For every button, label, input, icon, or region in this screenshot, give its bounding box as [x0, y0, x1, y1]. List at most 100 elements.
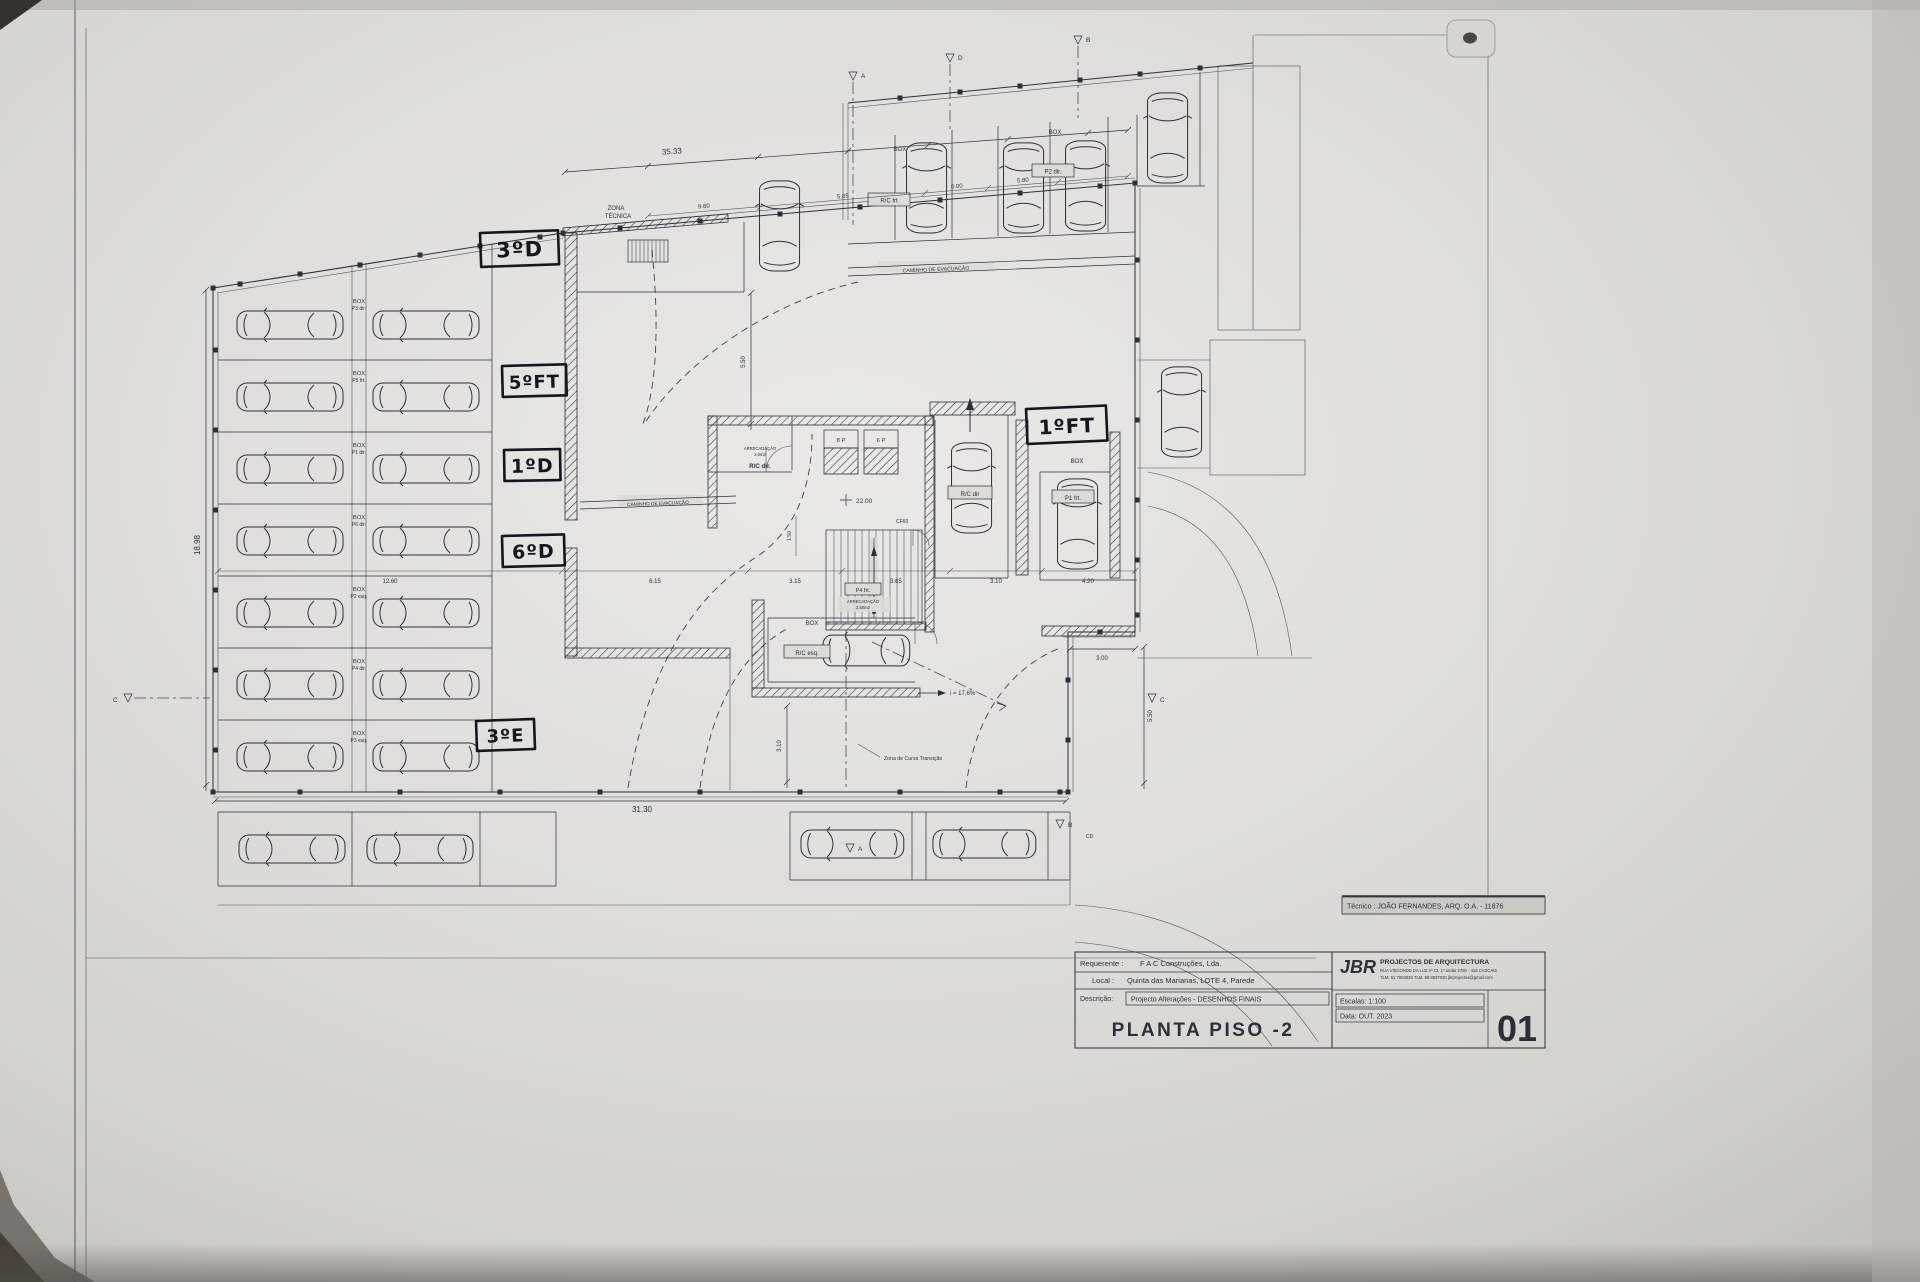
box-label: BOX [1071, 459, 1084, 465]
dim-1-50: 1.50 [787, 531, 793, 541]
right-surroundings [1137, 35, 1312, 659]
marker-c-left: C [113, 697, 118, 704]
hand-note-1d: 1ºD [502, 447, 562, 483]
dim-5-50-mid: 5.50 [741, 356, 747, 368]
center-right-stalls: R/C dir BOX P1 frt. [929, 398, 1137, 637]
walls-and-core: ZONA TÉCNICA 8 P 6 P 22.00 CF60 ARRECADA… [562, 206, 935, 790]
arrecadacao-area2: 3,50m2 [856, 605, 871, 610]
marker-d-top: D [958, 55, 963, 62]
tecnico-bar: Técnico : JOÃO FERNANDES, ARQ. O.A. - 11… [1347, 902, 1503, 911]
box-label: BOX [353, 443, 365, 449]
dim-5-80: 5.80 [1017, 178, 1030, 185]
handwritten-annotations: 3ºD 5ºFT 1ºD 6ºD 3ºE 1ºFT [474, 228, 1109, 753]
zona-curva-label: Zona de Curva Transição [884, 756, 942, 762]
caminho-evacuacao-label-mid: CAMINHO DE EVACUAÇÃO [627, 499, 689, 508]
sheet-frame [74, 0, 1489, 1282]
ramp-slope-label: i = 17,6% [950, 691, 976, 697]
hand-note-3d: 3ºD [478, 228, 561, 269]
escala-value: Escalas: 1:100 [1340, 999, 1386, 1006]
p2-dir-label: P2 dir. [1044, 170, 1061, 176]
dim-12-60: 12.60 [382, 579, 398, 585]
hand-note-text: 6ºD [512, 541, 555, 564]
arrecadacao-label: ARRECADAÇÃO [744, 446, 777, 451]
box-label: BOX [353, 371, 365, 377]
title-block: Técnico : JOÃO FERNANDES, ARQ. O.A. - 11… [1074, 895, 1546, 1049]
dim-3-00: 3.00 [1096, 656, 1108, 662]
rc-dir-room-label: R/C dir. [749, 463, 771, 470]
requerente-label: Requerente : [1080, 959, 1123, 968]
dim-31-30: 31.30 [632, 805, 653, 814]
hand-note-text: 3ºD [496, 237, 544, 263]
firm-logo: JBR [1340, 957, 1376, 977]
arrecadacao-area: 2,0m2 [754, 452, 766, 457]
descricao-label: Descrição: [1080, 996, 1113, 1003]
drawing-title: PLANTA PISO -2 [1112, 1020, 1295, 1041]
stall-code: P4 dir. [352, 666, 366, 672]
dim-0-00: 0.00 [951, 184, 964, 191]
plan-drawing: CAMINHO DE EVACUAÇÃO BOX R/C frt BOX P2 … [86, 35, 1319, 1047]
ramp-curves: Zona de Curva Transição [627, 249, 1061, 790]
zona-tecnica-label2: TÉCNICA [605, 213, 631, 220]
dim-5-65: 5.65 [837, 194, 850, 201]
marker-cd: CD [1086, 834, 1094, 840]
level-label: 22.00 [856, 498, 873, 505]
bottom-center-stall: BOX R/C esq. i = 17,6% [751, 599, 976, 698]
hand-note-6d: 6ºD [500, 533, 567, 569]
parking-left-block: BOX P3 dir. BOX P5 frt. BOX P1 dir. BOX … [218, 244, 493, 792]
stall-code: P6 dir. [352, 522, 366, 528]
dim-3-10: 3.10 [990, 579, 1002, 585]
local-value: Quinta das Marianas, LOTE 4, Parede [1127, 976, 1255, 985]
dim-5-50-right: 5.50 [1148, 710, 1154, 722]
box-label: BOX [353, 299, 365, 305]
box-label: BOX [353, 587, 365, 593]
firm-subtitle: PROJECTOS DE ARQUITECTURA [1380, 959, 1489, 966]
hand-note-5ft: 5ºFT [500, 363, 569, 399]
photo-corner-topleft [0, 0, 42, 30]
descricao-value: Projecto Alterações - DESENHOS FINAIS [1131, 997, 1262, 1004]
hand-note-1ft: 1ºFT [1024, 404, 1109, 446]
p4-frt-label: P4 frt. [856, 588, 871, 594]
hand-note-text: 1ºFT [1038, 413, 1095, 439]
stall-code: P1 dir. [352, 450, 366, 456]
box-label: BOX [1049, 130, 1062, 136]
rc-esq-label: R/C esq. [795, 651, 819, 657]
stall-code: P5 frt. [352, 378, 365, 384]
stall-code: P3 dir. [352, 306, 366, 312]
box-label: BOX [353, 515, 365, 521]
box-label: BOX [353, 659, 365, 665]
box-label: BOX [894, 147, 907, 153]
sheet-number: 01 [1497, 1008, 1537, 1049]
rc-dir-label: R/C dir [961, 492, 980, 498]
stall-code: P3 esq. [351, 738, 368, 744]
dimensions: 35.33 9.60 5.65 0.00 5.80 18.98 31.30 12… [193, 126, 1154, 814]
local-label: Local : [1092, 976, 1114, 985]
dim-18-98: 18.98 [193, 534, 202, 555]
hand-note-3e: 3ºE [474, 717, 537, 753]
stall-labels: BOX P3 dir. BOX P5 frt. BOX P1 dir. BOX … [351, 299, 368, 744]
lift-8p-label: 8 P [837, 438, 846, 444]
entrance-zone: CAMINHO DE EVACUAÇÃO BOX R/C frt BOX P2 … [754, 62, 1254, 277]
arrecadacao-label2: ARRECADAÇÃO [847, 599, 880, 604]
firm-contacts: TLM. 91 7604036 TLM. 96 8837030 jbrproje… [1380, 975, 1493, 980]
zona-tecnica-label: ZONA [608, 206, 625, 212]
cf60-label: CF60 [896, 519, 908, 525]
dim-3-65: 3.65 [890, 579, 902, 585]
stall-code: P2 esq. [351, 594, 368, 600]
rc-frt-label: R/C frt [880, 199, 898, 205]
dim-9-60: 9.60 [698, 204, 711, 211]
dim-3-10-v: 3.10 [777, 740, 783, 752]
data-value: Data: OUT. 2023 [1340, 1014, 1392, 1021]
street-parking [86, 811, 1319, 1047]
dim-6-15: 6.15 [649, 579, 661, 585]
dim-4-20: 4.20 [1082, 579, 1094, 585]
punch-hole [1446, 19, 1496, 58]
p1-frt-label: P1 frt. [1065, 496, 1081, 502]
dim-35-33: 35.33 [661, 146, 682, 157]
firm-address: RUA VISCONDE DA LUZ nº 13, 1º andar 2750… [1380, 968, 1497, 973]
lift-6p-label: 6 P [877, 438, 886, 444]
marker-c-right: C [1160, 697, 1165, 704]
marker-a-bottom: A [858, 846, 863, 853]
